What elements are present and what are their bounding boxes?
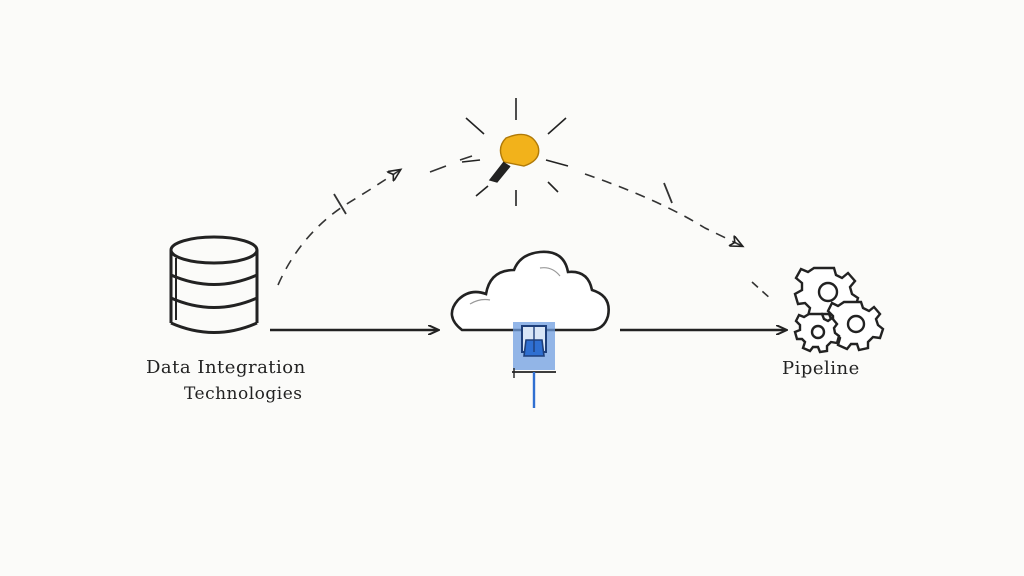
connector-icon <box>512 322 556 408</box>
database-icon <box>169 235 259 334</box>
edge-lightbulb-gears <box>584 173 773 301</box>
source-label-line1: Data Integration <box>146 357 306 378</box>
pipeline-label: Pipeline <box>782 358 860 379</box>
lightbulb-icon <box>461 98 569 206</box>
gears-icon <box>793 266 885 354</box>
edge-database-lightbulb <box>277 155 473 286</box>
cloud-icon <box>450 250 610 332</box>
source-label-line2: Technologies <box>184 384 303 404</box>
